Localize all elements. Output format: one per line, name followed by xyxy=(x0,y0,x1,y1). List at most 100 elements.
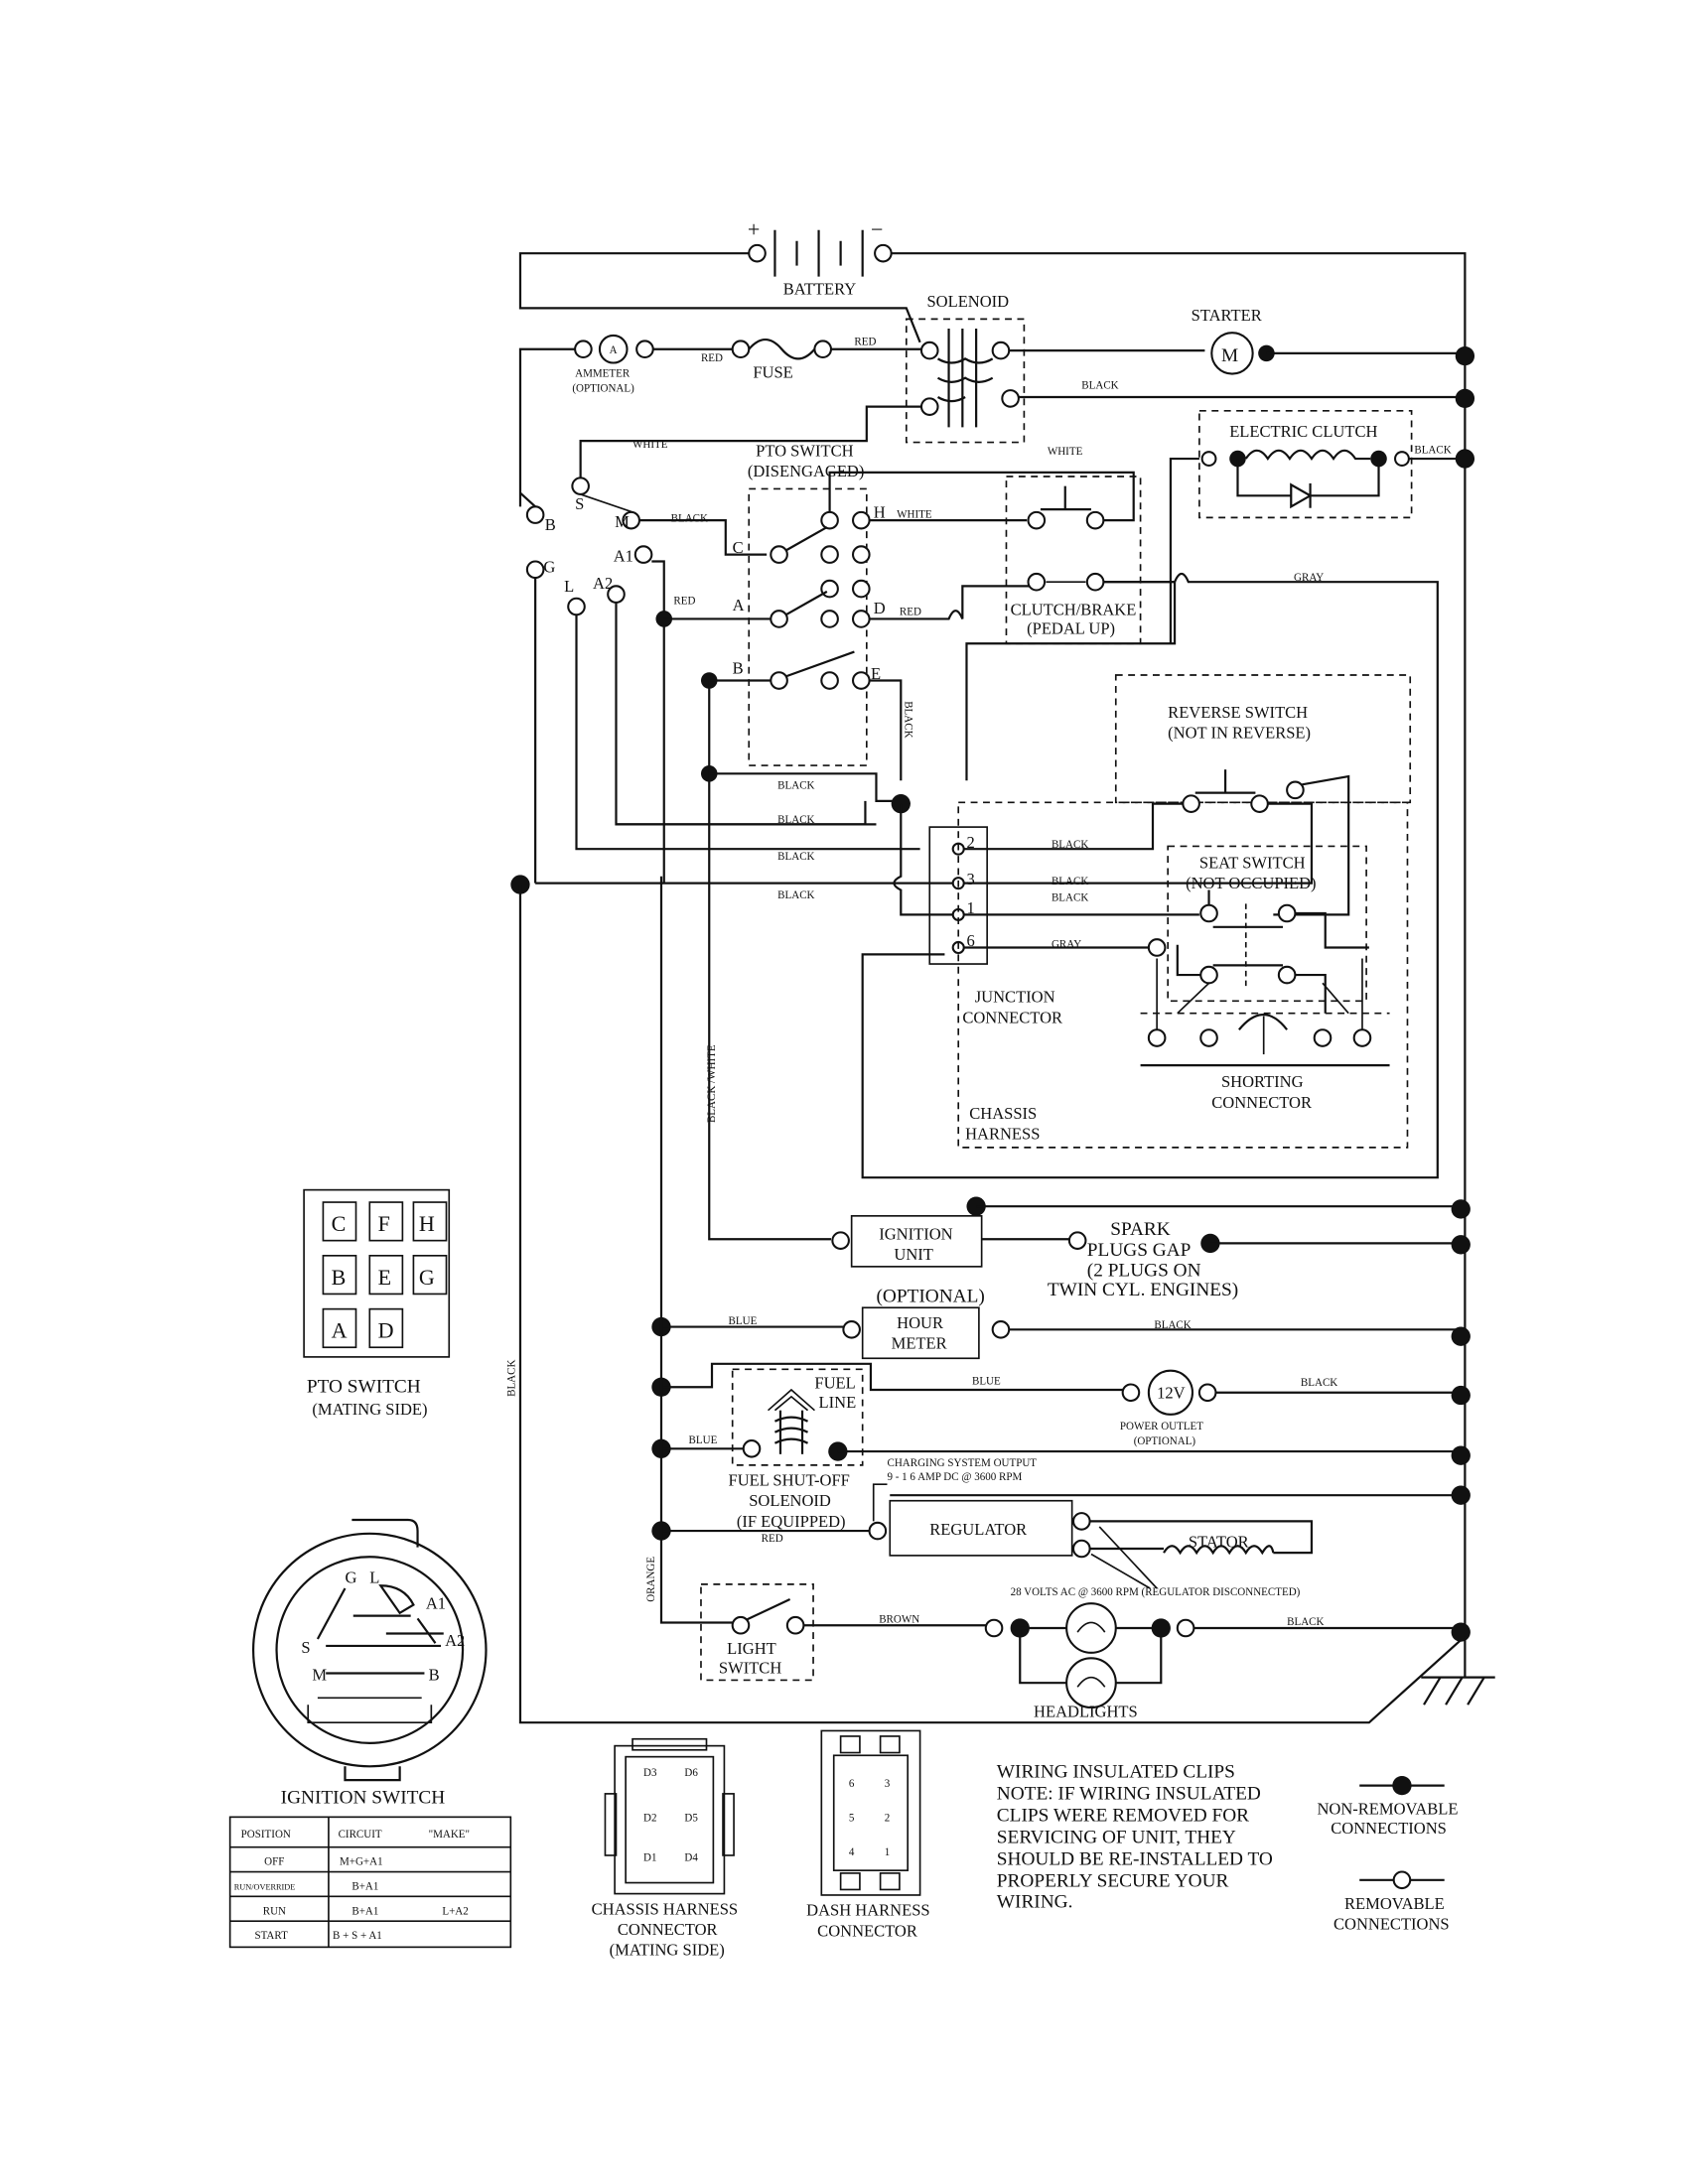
reverse-switch: REVERSE SWITCH (NOT IN REVERSE) xyxy=(1168,703,1311,813)
ignition-switch-face: G L A1 S A2 M B xyxy=(251,1518,488,1782)
wire-label-white-h: WHITE xyxy=(897,508,932,520)
ign-face-l: L xyxy=(369,1568,379,1586)
spark-label-4: TWIN CYL. ENGINES) xyxy=(1048,1280,1238,1300)
ign-table-pos-2: RUN xyxy=(263,1905,286,1917)
junction-pin-2: 2 xyxy=(966,833,974,852)
dash-pin-5: 5 xyxy=(849,1812,855,1824)
power-outlet-label: POWER OUTLET xyxy=(1120,1421,1203,1433)
ignition-terminals: S M B A1 G L A2 xyxy=(525,477,653,616)
wire-label-black-left: BLACK xyxy=(505,1360,517,1397)
ign-table-circ-0: M+G+A1 xyxy=(340,1856,383,1868)
chassis-pin-d5: D5 xyxy=(684,1812,698,1824)
wire-label-red-ammeter: RED xyxy=(701,352,723,364)
light-switch-label-1: LIGHT xyxy=(727,1639,776,1658)
note-line-5: PROPERLY SECURE YOUR xyxy=(997,1871,1229,1892)
ign-table-pos-0: OFF xyxy=(264,1856,284,1868)
ground-symbol xyxy=(1421,1636,1495,1706)
battery-label: BATTERY xyxy=(783,280,857,299)
wire-label-black-white: BLACK /WHITE xyxy=(706,1044,718,1123)
chassis-pin-d3: D3 xyxy=(643,1767,657,1779)
wire-label-black-j1: BLACK xyxy=(1052,892,1088,904)
pto-term-b: B xyxy=(733,659,744,678)
wiring-note: WIRING INSULATED CLIPS NOTE: IF WIRING I… xyxy=(997,1761,1273,1912)
wire-label-brown: BROWN xyxy=(879,1613,919,1625)
pto-mating-g: G xyxy=(419,1265,435,1290)
ign-face-s: S xyxy=(301,1638,310,1657)
wire-label-white-top: WHITE xyxy=(632,439,668,451)
note-line-4: SHOULD BE RE-INSTALLED TO xyxy=(997,1849,1273,1870)
spark-plugs: SPARK PLUGS GAP (2 PLUGS ON TWIN CYL. EN… xyxy=(1048,1219,1238,1300)
battery: + − BATTERY xyxy=(748,217,893,299)
pto-term-h: H xyxy=(874,502,886,521)
fuel-line-label-2: LINE xyxy=(819,1393,857,1412)
ign-term-a1: A1 xyxy=(614,547,633,566)
pto-mating-d: D xyxy=(378,1318,394,1343)
pto-term-a: A xyxy=(733,596,745,614)
seat-label: SEAT SWITCH xyxy=(1199,853,1306,872)
charging-label-1: CHARGING SYSTEM OUTPUT xyxy=(888,1457,1038,1469)
wire-label-black-3: BLACK xyxy=(777,851,814,863)
hour-meter-optional: (OPTIONAL) xyxy=(876,1287,984,1307)
hour-meter: (OPTIONAL) HOUR METER xyxy=(842,1287,1011,1360)
legend-removable-2: CONNECTIONS xyxy=(1333,1914,1450,1933)
chassis-harness-label-1: CHASSIS xyxy=(969,1104,1037,1123)
wire-label-black-j2: BLACK xyxy=(1052,839,1088,851)
reverse-state: (NOT IN REVERSE) xyxy=(1168,723,1311,742)
wire-label-black-starter: BLACK xyxy=(1081,380,1118,392)
ammeter-symbol: A xyxy=(610,344,618,356)
reverse-label: REVERSE SWITCH xyxy=(1168,703,1308,722)
ign-face-b: B xyxy=(429,1665,440,1684)
dash-pin-3: 3 xyxy=(885,1778,891,1790)
stator-label: STATOR xyxy=(1189,1533,1249,1552)
chassis-pin-d1: D1 xyxy=(643,1851,656,1863)
chassis-connector-title-2: CONNECTOR xyxy=(618,1920,718,1939)
chassis-harness-label-2: HARNESS xyxy=(965,1125,1040,1144)
pto-mating-f: F xyxy=(378,1211,390,1236)
wire-label-orange: ORANGE xyxy=(645,1557,657,1602)
note-line-1: NOTE: IF WIRING INSULATED xyxy=(997,1783,1261,1804)
wire-label-blue-outlet: BLUE xyxy=(972,1375,1001,1387)
dash-pin-4: 4 xyxy=(849,1846,855,1858)
starter-symbol: M xyxy=(1221,345,1238,366)
chassis-pin-d6: D6 xyxy=(684,1767,698,1779)
ign-table-h-circuit: CIRCUIT xyxy=(339,1829,382,1841)
wire-label-blue-fuel: BLUE xyxy=(689,1434,718,1446)
electric-clutch: ELECTRIC CLUTCH xyxy=(1198,409,1413,519)
fuel-shutoff-label-2: SOLENOID xyxy=(749,1491,831,1510)
wire-label-black-4: BLACK xyxy=(777,889,814,901)
pto-mating-side: C F H B E G A D PTO SWITCH (MATING SIDE) xyxy=(303,1188,451,1419)
electric-clutch-label: ELECTRIC CLUTCH xyxy=(1229,422,1377,441)
pto-mating-grid: C F H B E G A D xyxy=(322,1201,448,1349)
pto-mating-b: B xyxy=(332,1265,347,1290)
wire-label-black-head: BLACK xyxy=(1287,1616,1324,1628)
pto-state: (DISENGAGED) xyxy=(748,462,865,480)
pto-switch: PTO SWITCH (DISENGAGED) C H A D B E xyxy=(733,441,886,766)
solenoid-label: SOLENOID xyxy=(926,292,1009,311)
junction-pin-6: 6 xyxy=(966,931,974,950)
ammeter: A AMMETER (OPTIONAL) xyxy=(572,334,654,394)
shorting-label-1: SHORTING xyxy=(1221,1072,1304,1091)
wire-label-black-clutch: BLACK xyxy=(1414,445,1451,457)
legend-non-removable-2: CONNECTIONS xyxy=(1331,1819,1447,1838)
ign-face-a1: A1 xyxy=(426,1594,446,1613)
note-line-2: CLIPS WERE REMOVED FOR xyxy=(997,1805,1249,1826)
junction-pin-1: 1 xyxy=(966,898,974,917)
dash-harness-connector: 6 3 5 2 4 1 DASH HARNESS CONNECTOR xyxy=(806,1729,930,1940)
pto-mating-h: H xyxy=(419,1211,435,1236)
starter: STARTER M xyxy=(1192,306,1275,375)
pto-term-d: D xyxy=(874,599,886,617)
wire-label-red-reg: RED xyxy=(762,1533,783,1545)
wire-label-gray-j6: GRAY xyxy=(1052,938,1081,950)
pto-label: PTO SWITCH xyxy=(756,441,853,460)
shorting-connector: SHORTING CONNECTOR xyxy=(1140,958,1390,1112)
fuel-shutoff-solenoid: FUEL LINE FUEL SHUT-OFF SOLENOID (IF EQU… xyxy=(729,1368,864,1531)
legend-non-removable-1: NON-REMOVABLE xyxy=(1317,1800,1458,1819)
wire-label-black-m: BLACK xyxy=(671,513,708,525)
ign-term-s: S xyxy=(575,494,584,513)
fuse: FUSE xyxy=(731,338,833,382)
ign-table-h-position: POSITION xyxy=(241,1829,291,1841)
ign-table-pos-3: START xyxy=(254,1930,288,1942)
regulator-label: REGULATOR xyxy=(929,1520,1027,1539)
ign-term-b: B xyxy=(545,515,556,534)
